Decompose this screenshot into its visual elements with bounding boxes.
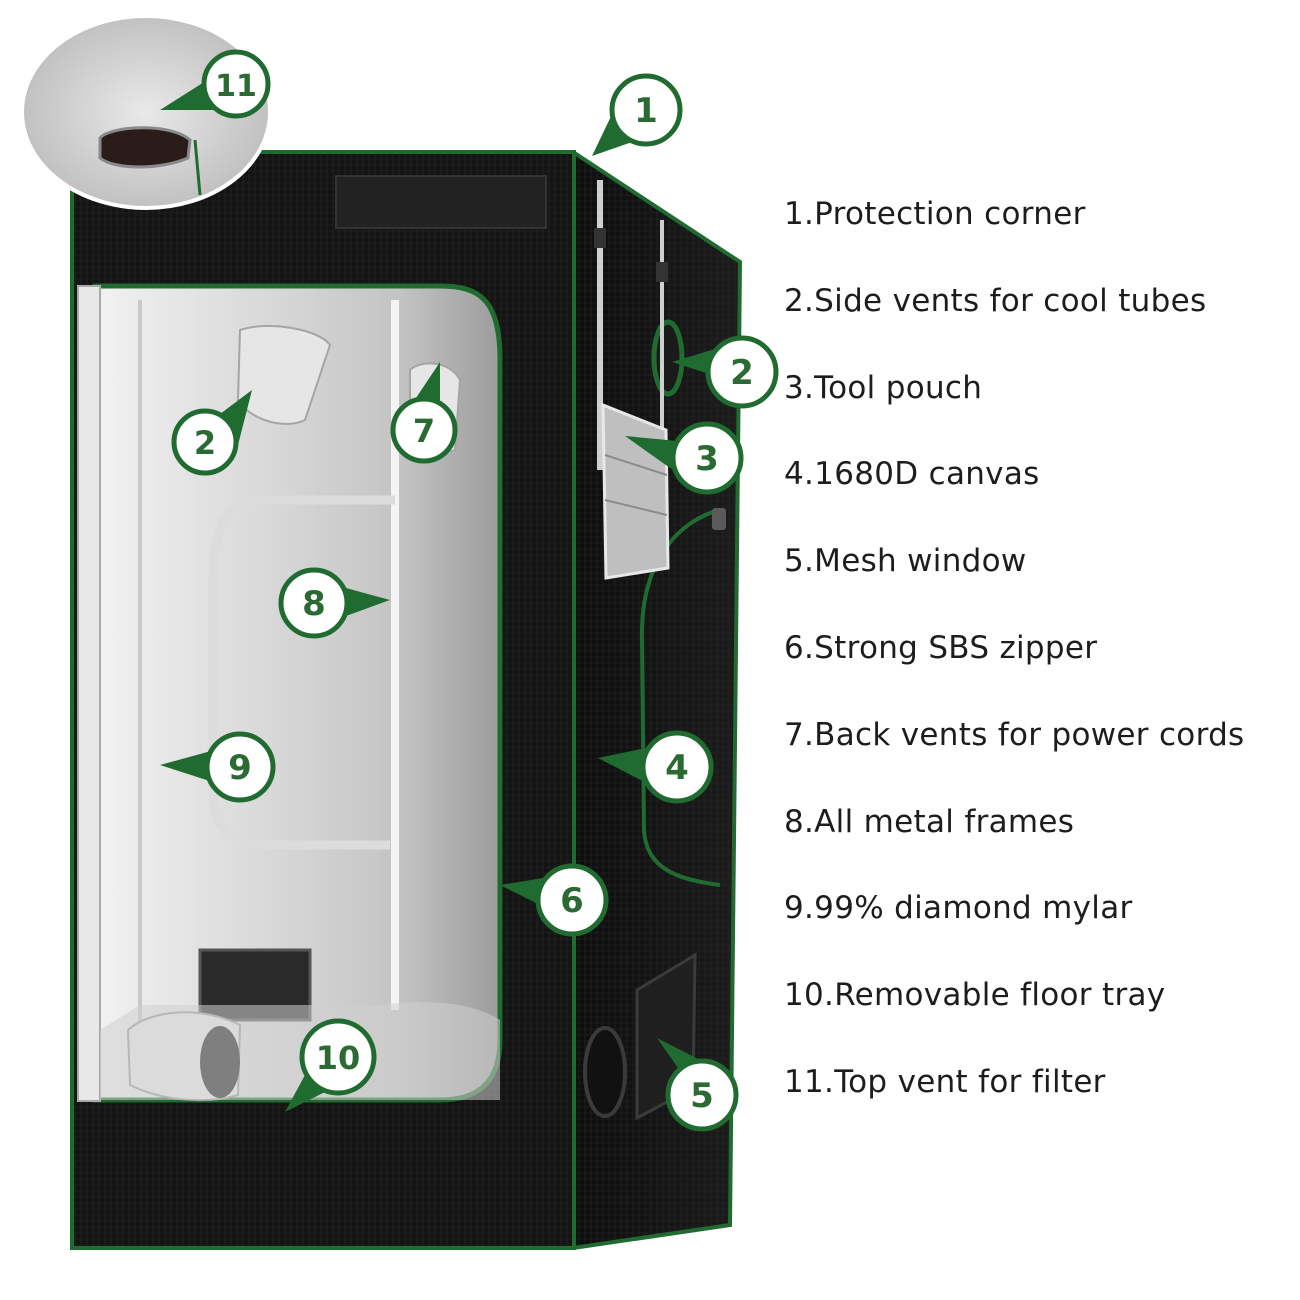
callout-marker: 8: [278, 567, 390, 639]
svg-text:5: 5: [690, 1076, 714, 1116]
callout-marker: 4: [598, 730, 714, 804]
svg-text:2: 2: [730, 353, 754, 393]
callout-marker: 6: [500, 863, 609, 937]
svg-text:8: 8: [302, 584, 326, 624]
callout-marker: 7: [390, 362, 458, 464]
back-door-outline: [208, 495, 395, 850]
svg-text:6: 6: [560, 881, 584, 921]
legend-item: 10.Removable floor tray: [784, 977, 1166, 1014]
callout-marker: 3: [625, 421, 744, 495]
callout-marker: 2: [672, 335, 779, 409]
svg-text:3: 3: [695, 439, 719, 479]
legend-item: 9.99% diamond mylar: [784, 890, 1133, 927]
legend-item: 2.Side vents for cool tubes: [784, 282, 1207, 319]
svg-text:11: 11: [215, 69, 257, 104]
side-vent: [651, 319, 685, 397]
callout-marker: 10: [285, 1018, 377, 1112]
legend-item: 3.Tool pouch: [784, 369, 983, 406]
callout-marker: 2: [171, 390, 252, 476]
svg-text:9: 9: [228, 748, 252, 788]
callouts: 1 2 2 3 4 5: [160, 49, 779, 1132]
svg-text:10: 10: [316, 1039, 361, 1077]
legend-item: 8.All metal frames: [784, 803, 1075, 840]
zipper-pull: [712, 508, 726, 530]
legend-item: 7.Back vents for power cords: [784, 716, 1245, 753]
callout-marker: 5: [657, 1038, 739, 1132]
legend-item: 6.Strong SBS zipper: [784, 629, 1098, 666]
svg-text:1: 1: [634, 91, 658, 131]
legend-item: 5.Mesh window: [784, 543, 1027, 580]
tool-pouch: [601, 402, 670, 580]
legend-item: 1.Protection corner: [784, 196, 1086, 232]
callout-marker: 9: [160, 731, 276, 803]
lower-side-vent: [583, 1026, 627, 1118]
svg-text:2: 2: [194, 424, 216, 462]
svg-text:4: 4: [665, 748, 689, 788]
callout-marker: 1: [592, 73, 683, 156]
callout-marker: 11: [160, 49, 271, 119]
legend-item: 11.Top vent for filter: [784, 1063, 1106, 1100]
feature-legend: 1.Protection corner 2.Side vents for coo…: [784, 190, 1245, 1145]
svg-text:7: 7: [413, 412, 435, 450]
legend-item: 4.1680D canvas: [784, 456, 1040, 493]
front-label-window: [335, 175, 547, 229]
back-vent-left: [236, 324, 332, 425]
